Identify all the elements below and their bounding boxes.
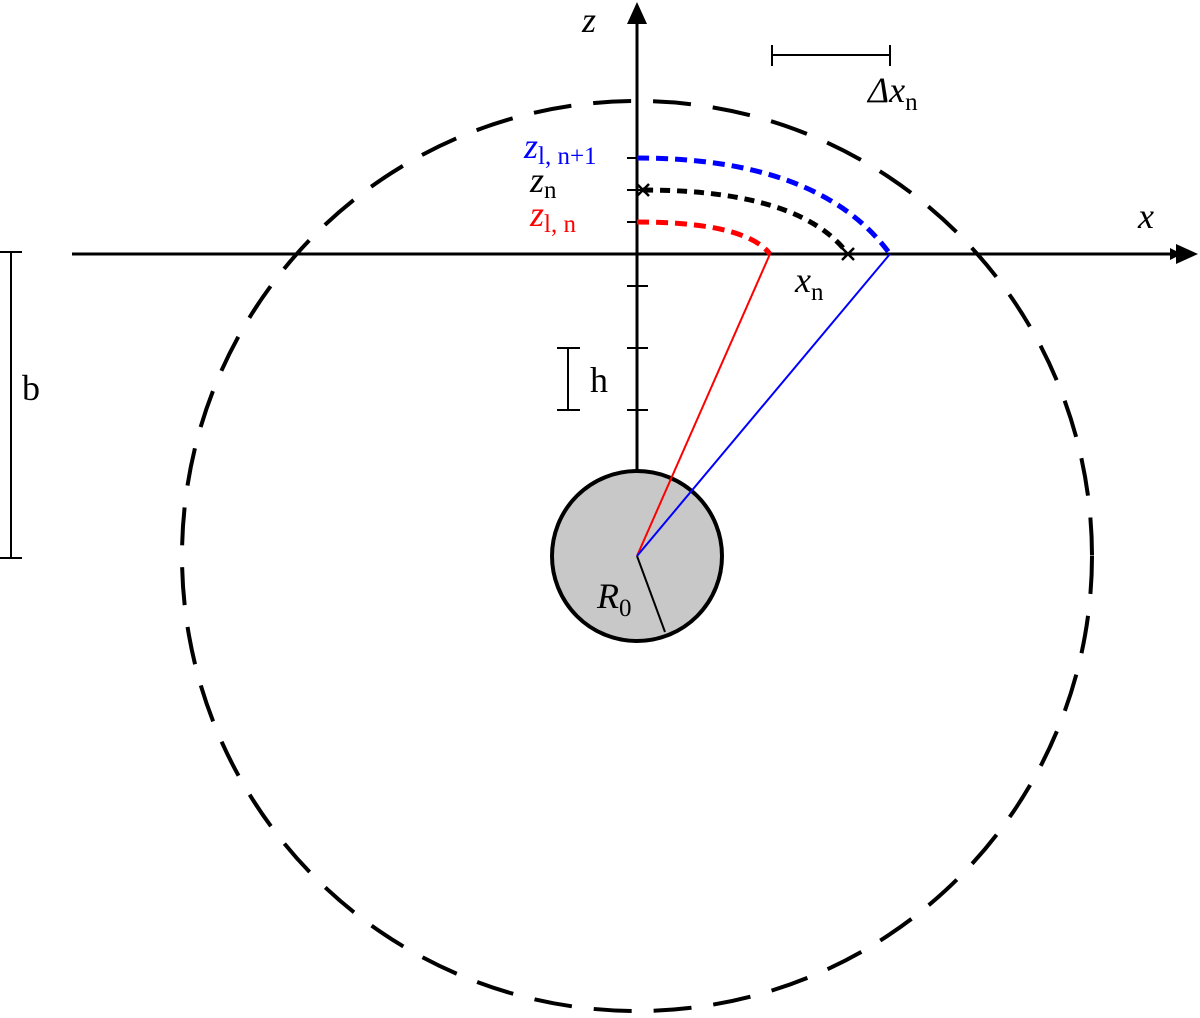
delta-xn-scale-bar [771,45,891,66]
blue-dashed-arc [636,155,893,256]
z-axis-label: z [581,0,596,40]
zl-n1-label: zl, n+1 [523,126,597,170]
h-label: h [590,360,608,400]
zn-cross-marker [636,183,650,197]
zl-n-label: zl, n [529,194,576,238]
red-ray [636,253,771,557]
h-scale-bar [557,347,580,411]
x-axis-label: x [1137,196,1154,236]
delta-xn-label: Δxn [866,70,918,116]
zn-label: zn [529,160,557,204]
outer-dashed-circle [180,99,1094,1013]
b-scale-bar [0,251,22,559]
b-label: b [22,368,40,408]
blue-ray [636,253,891,557]
z-axis-arrowhead [627,2,647,24]
black-dashed-arc [642,187,850,256]
radius-line [636,555,666,633]
xn-cross-marker [841,247,855,261]
r0-label: R0 [596,576,632,622]
xn-label: xn [794,260,824,306]
x-axis-arrowhead [1176,244,1198,264]
red-dashed-arc [636,219,772,256]
